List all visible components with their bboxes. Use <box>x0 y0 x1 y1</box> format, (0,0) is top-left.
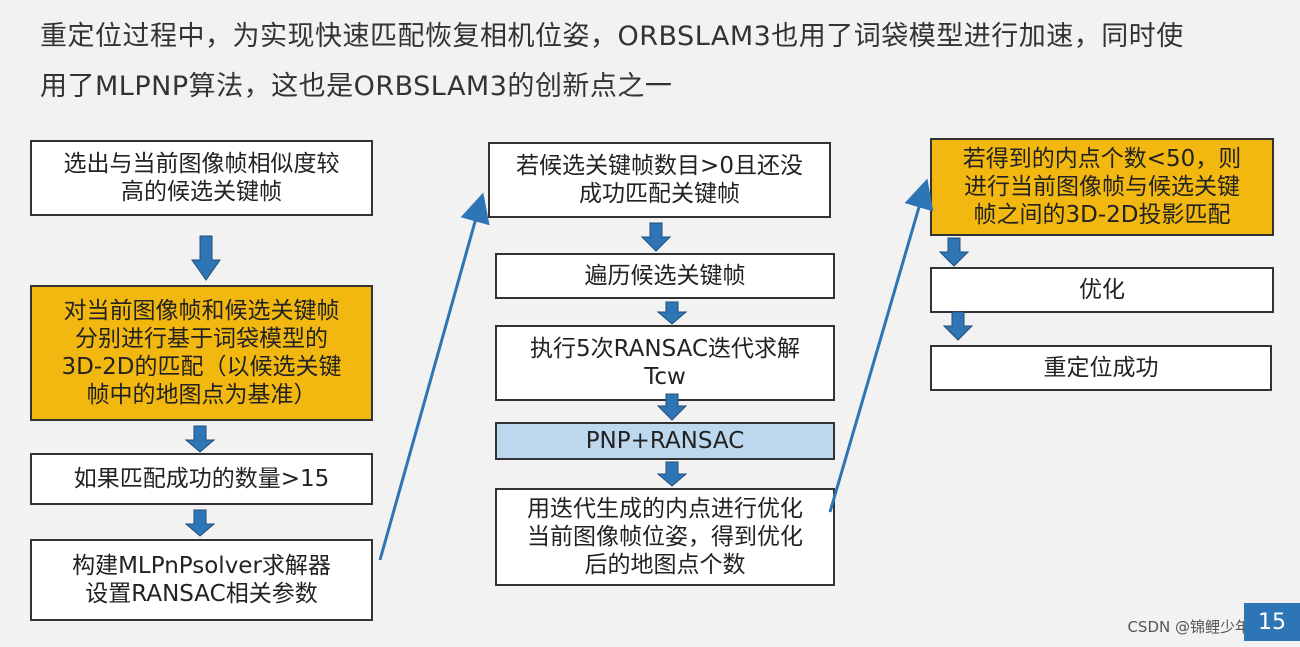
heading-line-2: 用了MLPNP算法，这也是ORBSLAM3的创新点之一 <box>40 71 673 102</box>
step-relocalization-success-text: 重定位成功 <box>1043 355 1159 381</box>
step-optimize-pose: 用迭代生成的内点进行优化 当前图像帧位姿，得到优化 后的地图点个数 <box>495 488 835 586</box>
step-relocalization-success: 重定位成功 <box>930 345 1272 391</box>
down-arrow-9 <box>942 311 974 341</box>
down-arrow-2 <box>184 425 216 453</box>
slide-heading: 重定位过程中，为实现快速匹配恢复相机位姿，ORBSLAM3也用了词袋模型进行加速… <box>40 12 1270 112</box>
down-arrow-6 <box>656 393 688 421</box>
step-iterate-candidates-text: 遍历候选关键帧 <box>584 263 746 289</box>
step-optimize-pose-text: 用迭代生成的内点进行优化 当前图像帧位姿，得到优化 后的地图点个数 <box>527 496 803 578</box>
down-arrow-3 <box>184 509 216 537</box>
step-ransac-iterations: 执行5次RANSAC迭代求解 Tcw <box>495 325 835 401</box>
step-bow-matching-text: 对当前图像帧和候选关键帧 分别进行基于词袋模型的 3D-2D的匹配（以候选关键 … <box>61 298 342 408</box>
down-arrow-1 <box>191 235 221 281</box>
step-iterate-candidates: 遍历候选关键帧 <box>495 253 835 299</box>
step-ransac-iterations-text: 执行5次RANSAC迭代求解 Tcw <box>529 336 801 390</box>
heading-line-1: 重定位过程中，为实现快速匹配恢复相机位姿，ORBSLAM3也用了词袋模型进行加速… <box>40 21 1184 52</box>
step-optimize-text: 优化 <box>1079 277 1125 303</box>
step-bow-matching: 对当前图像帧和候选关键帧 分别进行基于词袋模型的 3D-2D的匹配（以候选关键 … <box>30 285 373 421</box>
step-pnp-ransac: PNP+RANSAC <box>495 422 835 460</box>
step-build-mlpnp-solver-text: 构建MLPnPsolver求解器 设置RANSAC相关参数 <box>72 553 331 607</box>
step-candidate-count-check-text: 若候选关键帧数目>0且还没 成功匹配关键帧 <box>516 153 803 207</box>
step-pnp-ransac-text: PNP+RANSAC <box>585 428 745 454</box>
step-build-mlpnp-solver: 构建MLPnPsolver求解器 设置RANSAC相关参数 <box>30 539 373 621</box>
step-select-candidates-text: 选出与当前图像帧相似度较 高的候选关键帧 <box>63 151 340 205</box>
down-arrow-8 <box>938 237 970 267</box>
down-arrow-7 <box>656 461 688 487</box>
page-number-badge: 15 <box>1244 603 1300 641</box>
step-candidate-count-check: 若候选关键帧数目>0且还没 成功匹配关键帧 <box>488 142 831 218</box>
step-select-candidates: 选出与当前图像帧相似度较 高的候选关键帧 <box>30 140 373 216</box>
watermark: CSDN @锦鲤少年 <box>1127 618 1250 636</box>
diagonal-arrow-col1-to-col2 <box>378 192 490 561</box>
down-arrow-5 <box>656 301 688 325</box>
step-match-count-check-text: 如果匹配成功的数量>15 <box>73 466 330 492</box>
diagonal-arrow-col2-to-col3 <box>828 178 934 513</box>
step-match-count-check: 如果匹配成功的数量>15 <box>30 453 373 505</box>
step-optimize: 优化 <box>930 267 1274 313</box>
down-arrow-4 <box>640 222 672 252</box>
step-inlier-check-text: 若得到的内点个数<50，则 进行当前图像帧与候选关键 帧之间的3D-2D投影匹配 <box>962 146 1242 228</box>
